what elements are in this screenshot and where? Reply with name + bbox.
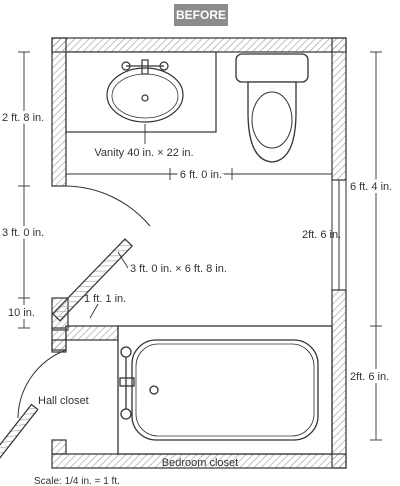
bedroom-closet-label: Bedroom closet <box>162 457 238 469</box>
dimension-lines <box>18 51 382 441</box>
left-wall-upper <box>51 37 67 187</box>
right-top-dimension: 6 ft. 4 in. <box>350 181 392 193</box>
sink-basin <box>106 67 184 123</box>
hall-closet-wall <box>51 339 67 351</box>
width-total-label: 6 ft. 0 in. <box>180 169 222 181</box>
left-bottom-dimension: 10 in. <box>8 307 35 319</box>
top-wall <box>51 37 347 53</box>
toilet-tank <box>235 53 309 83</box>
left-mid-dimension: 3 ft. 0 in. <box>2 227 44 239</box>
vanity <box>65 51 217 133</box>
scale-label: Scale: 1/4 in. = 1 ft. <box>34 476 120 486</box>
hall-closet-label: Hall closet <box>38 395 89 407</box>
tub-faucet-icon <box>119 377 135 387</box>
tub-divider-wall <box>65 325 119 341</box>
right-wall-lower <box>331 289 347 469</box>
hall-closet-door <box>0 349 67 469</box>
wall-gap-dimension: 1 ft. 1 in. <box>84 293 126 305</box>
toilet <box>235 53 309 163</box>
labels: Vanity 40 in. × 22 in. 6 ft. 0 in. 2 ft.… <box>0 109 395 486</box>
door-dimension: 3 ft. 0 in. × 6 ft. 8 in. <box>130 263 227 275</box>
right-wall-upper <box>331 37 347 181</box>
bathtub <box>117 325 333 455</box>
center-gap-dimension: 2ft. 6 in. <box>302 229 341 241</box>
before-badge-text: BEFORE <box>176 8 226 22</box>
drain-icon <box>141 94 149 102</box>
toilet-bowl <box>247 81 297 163</box>
faucet-icon <box>141 59 149 75</box>
left-top-dimension: 2 ft. 8 in. <box>2 112 44 124</box>
before-badge: BEFORE <box>174 4 228 26</box>
right-bottom-dimension: 2ft. 6 in. <box>350 371 389 383</box>
vanity-label: Vanity 40 in. × 22 in. <box>94 147 193 159</box>
bathroom-door <box>51 185 151 322</box>
tub-drain-icon <box>149 385 159 395</box>
